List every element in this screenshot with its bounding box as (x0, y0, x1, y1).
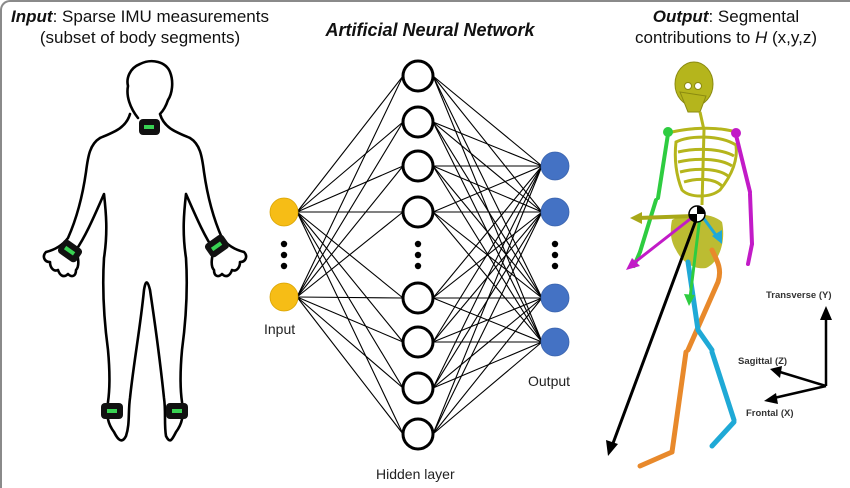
output-caption-suffix: (x,y,z) (767, 28, 818, 47)
hidden-node (401, 105, 435, 139)
edge-input-hidden (296, 296, 404, 343)
input-layer-label: Input (264, 321, 296, 337)
edge-input-hidden (296, 211, 404, 389)
body-outline (42, 59, 248, 442)
input-ellipsis-icon (280, 240, 288, 270)
frontal-axis-label: Frontal (X) (746, 408, 794, 419)
edge-hidden-output (432, 165, 543, 389)
output-caption: Output: Segmental contributions to H (x,… (606, 6, 846, 48)
skeleton-left-leg (685, 259, 737, 449)
skeleton-trunk (671, 111, 738, 206)
edge-input-hidden (296, 75, 404, 298)
edge-hidden-output (432, 121, 543, 299)
skeleton-left-arm (731, 128, 754, 266)
hidden-node (401, 195, 435, 229)
resultant-arrow (610, 218, 698, 448)
edge-input-hidden (296, 296, 404, 299)
edge-hidden-output (432, 165, 543, 435)
input-caption-line2: (subset of body segments) (39, 28, 241, 47)
output-node (540, 327, 570, 357)
edge-hidden-output (432, 121, 543, 167)
sagittal-axis (779, 370, 827, 388)
edge-hidden-output (432, 165, 543, 343)
skeleton-right-arm (632, 127, 673, 268)
output-caption-text: : Segmental (708, 7, 800, 26)
hidden-layer-label: Hidden layer (376, 466, 455, 482)
axes-triad (764, 306, 832, 404)
output-caption-keyword: Output (652, 7, 709, 26)
output-layer-label: Output (528, 373, 571, 389)
output-node (540, 151, 570, 181)
input-caption-text: : Sparse IMU measurements (52, 7, 269, 26)
network-title: Artificial Neural Network (325, 20, 535, 40)
edge-input-hidden (296, 211, 404, 343)
input-node (269, 282, 299, 312)
edge-input-hidden (296, 121, 404, 213)
network-nodes (269, 59, 570, 451)
edge-input-hidden (296, 165, 404, 213)
output-caption-H: H (755, 28, 768, 47)
edge-input-hidden (296, 211, 404, 298)
output-ellipsis-icon (551, 240, 559, 270)
sensor-left-wrist (57, 239, 83, 263)
edge-input-hidden (296, 296, 404, 435)
segment-contribution-arrows (606, 205, 722, 456)
hidden-node (401, 325, 435, 359)
output-node (540, 283, 570, 313)
edge-hidden-output (432, 211, 543, 435)
sagittal-axis-label: Sagittal (Z) (738, 356, 788, 367)
edge-hidden-output (432, 121, 543, 213)
edge-input-hidden (296, 211, 404, 435)
sensor-left-ankle (101, 403, 123, 419)
edge-hidden-output (432, 165, 543, 299)
hidden-node (401, 417, 435, 451)
input-caption-keyword: Input (11, 7, 53, 26)
hidden-node (401, 371, 435, 405)
sensor-right-wrist (204, 234, 230, 258)
sensor-right-ankle (166, 403, 188, 419)
skeleton-right-leg (637, 247, 723, 469)
edge-hidden-output (432, 75, 543, 299)
transverse-axis-label: Transverse (Y) (766, 290, 832, 301)
sensor-neck (139, 119, 160, 135)
edge-input-hidden (296, 296, 404, 389)
hidden-node (401, 59, 435, 93)
skeleton-head (674, 61, 714, 113)
network-edges (296, 75, 543, 435)
input-node (269, 197, 299, 227)
edge-hidden-output (432, 341, 543, 389)
edge-hidden-output (432, 297, 543, 343)
edge-input-hidden (296, 75, 404, 213)
output-caption-prefix: contributions to (634, 28, 755, 47)
hidden-ellipsis-icon (414, 240, 422, 270)
input-caption: Input: Sparse IMU measurements (subset o… (8, 6, 272, 48)
edge-hidden-output (432, 297, 543, 435)
frontal-axis (773, 384, 827, 400)
edge-hidden-output (432, 75, 543, 167)
edge-hidden-output (432, 165, 543, 213)
edge-hidden-output (432, 297, 543, 389)
edge-input-hidden (296, 165, 404, 298)
edge-input-hidden (296, 121, 404, 298)
output-node (540, 197, 570, 227)
hidden-node (401, 281, 435, 315)
edge-hidden-output (432, 341, 543, 435)
hidden-node (401, 149, 435, 183)
